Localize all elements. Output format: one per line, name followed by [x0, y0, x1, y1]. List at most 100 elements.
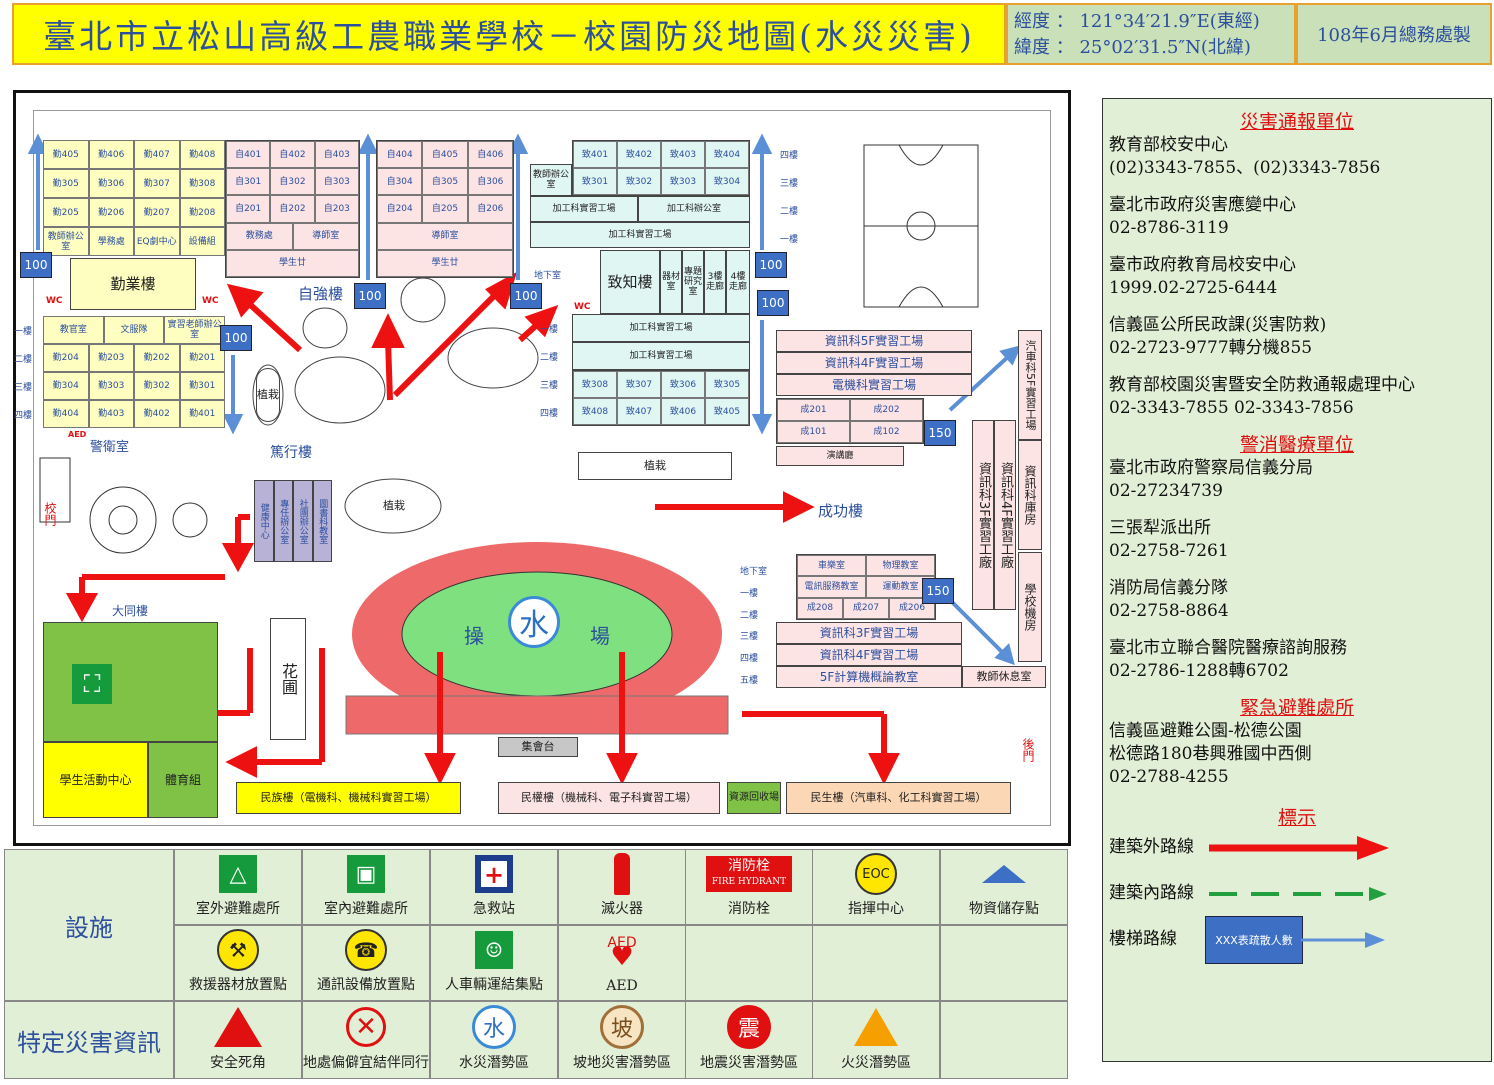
lab-room[interactable]: 5F計算機概論教室 [776, 666, 962, 688]
classroom[interactable]: 勤401 [179, 400, 225, 428]
classroom[interactable]: 勤202 [134, 344, 180, 372]
classroom[interactable]: 車樂室 [797, 555, 866, 577]
classroom[interactable]: 實習老師辦公室 [164, 316, 225, 344]
building-zhizhi[interactable]: 致知樓 [600, 250, 660, 314]
recycle-station[interactable]: 資源回收場 [727, 782, 781, 814]
classroom[interactable]: 致302 [617, 168, 661, 195]
lab-room[interactable]: 資訊科3F實習工場 [776, 622, 962, 644]
classroom[interactable]: 自302 [270, 168, 315, 196]
classroom[interactable]: 勤402 [134, 400, 180, 428]
duxing-room[interactable]: 專任辦公室 [273, 480, 293, 562]
classroom[interactable]: 自202 [270, 195, 315, 223]
classroom[interactable]: 教務處 [226, 222, 293, 250]
classroom[interactable]: 成101 [777, 421, 850, 443]
classroom[interactable]: 教師辦公室 [43, 227, 89, 256]
building-minsheng[interactable]: 民生樓（汽車科、化工科實習工場） [786, 782, 1011, 814]
classroom[interactable]: 自404 [377, 141, 423, 169]
classroom[interactable]: 勤405 [43, 140, 89, 169]
classroom[interactable]: 勤408 [179, 140, 225, 169]
classroom[interactable]: 勤307 [134, 169, 180, 198]
lab-room[interactable]: 電機科實習工場 [776, 374, 972, 396]
classroom[interactable]: 致303 [661, 168, 705, 195]
assembly-stage[interactable]: 集會台 [498, 737, 578, 757]
classroom[interactable]: 學生廿 [377, 249, 513, 277]
classroom[interactable]: 勤304 [43, 372, 89, 400]
lab-room[interactable]: 資訊科4F實習工場 [776, 352, 972, 374]
duxing-room[interactable]: 社團辦公室 [293, 480, 313, 562]
classroom[interactable]: 致304 [705, 168, 749, 195]
classroom[interactable]: 勤204 [43, 344, 89, 372]
classroom[interactable]: 勤306 [88, 169, 134, 198]
classroom[interactable]: 致305 [705, 371, 749, 398]
classroom[interactable]: 文服隊 [103, 316, 165, 344]
lab-room[interactable]: 資訊科5F實習工場 [776, 330, 972, 352]
classroom[interactable]: 致402 [617, 141, 661, 168]
building-ziqiang[interactable]: 自強樓 [298, 285, 344, 303]
classroom[interactable]: 勤305 [43, 169, 89, 198]
classroom[interactable]: 自405 [422, 141, 468, 169]
classroom[interactable]: 自204 [377, 195, 423, 223]
guard-room[interactable]: 警衛室 [90, 440, 130, 455]
classroom[interactable]: 勤403 [88, 400, 134, 428]
classroom[interactable]: 自305 [422, 168, 468, 196]
building-minquan[interactable]: 民權樓（機械科、電子科實習工場） [498, 782, 720, 814]
classroom[interactable]: 學生廿 [226, 249, 359, 277]
classroom[interactable]: 勤203 [88, 344, 134, 372]
lecture-hall[interactable]: 演講廳 [776, 446, 904, 466]
classroom[interactable]: EQ劇中心 [134, 227, 180, 256]
classroom[interactable]: 成201 [777, 399, 850, 421]
classroom[interactable]: 致308 [573, 371, 617, 398]
classroom[interactable]: 導師室 [377, 222, 513, 250]
classroom[interactable]: 成102 [850, 421, 923, 443]
building-duxing[interactable]: 篤行樓 [270, 445, 312, 461]
classroom[interactable]: 致407 [617, 398, 661, 425]
building-minzu[interactable]: 民族樓（電機科、機械科實習工場） [236, 782, 461, 814]
classroom[interactable]: 勤303 [88, 372, 134, 400]
classroom[interactable]: 致306 [661, 371, 705, 398]
classroom[interactable]: 自206 [467, 195, 513, 223]
classroom[interactable]: 自402 [270, 141, 315, 169]
classroom[interactable]: 勤206 [88, 198, 134, 227]
classroom[interactable]: 自203 [314, 195, 359, 223]
classroom[interactable]: 自306 [467, 168, 513, 196]
classroom[interactable]: 勤201 [179, 344, 225, 372]
classroom[interactable]: 勤208 [179, 198, 225, 227]
classroom[interactable]: 致404 [705, 141, 749, 168]
classroom[interactable]: 自401 [226, 141, 271, 169]
classroom[interactable]: 勤308 [179, 169, 225, 198]
classroom[interactable]: 勤302 [134, 372, 180, 400]
classroom[interactable]: 電訊服務教室 [797, 576, 866, 598]
classroom[interactable]: 成208 [797, 597, 843, 619]
duxing-room[interactable]: 圖書科教室 [312, 480, 332, 562]
classroom[interactable]: 致307 [617, 371, 661, 398]
classroom[interactable]: 勤407 [134, 140, 180, 169]
classroom[interactable]: 成207 [843, 597, 889, 619]
classroom[interactable]: 勤404 [43, 400, 89, 428]
building-datong[interactable]: 大同樓 [112, 604, 149, 618]
classroom[interactable]: 自304 [377, 168, 423, 196]
classroom[interactable]: 自303 [314, 168, 359, 196]
classroom[interactable]: 致406 [661, 398, 705, 425]
classroom[interactable]: 致405 [705, 398, 749, 425]
student-center[interactable]: 學生活動中心 [43, 742, 148, 818]
duxing-room[interactable]: 健康中心 [254, 480, 274, 562]
classroom[interactable]: 自301 [226, 168, 271, 196]
building-chenggong[interactable]: 成功樓 [818, 502, 864, 520]
classroom[interactable]: 致408 [573, 398, 617, 425]
classroom[interactable]: 導師室 [292, 222, 359, 250]
classroom[interactable]: 物理教室 [866, 555, 935, 577]
classroom[interactable]: 自201 [226, 195, 271, 223]
classroom[interactable]: 自403 [314, 141, 359, 169]
back-gate[interactable]: 後門 [1021, 738, 1035, 762]
classroom[interactable]: 致301 [573, 168, 617, 195]
classroom[interactable]: 成202 [850, 399, 923, 421]
classroom[interactable]: 致401 [573, 141, 617, 168]
classroom[interactable]: 自406 [467, 141, 513, 169]
building-qinye[interactable]: 勤業樓 [70, 258, 196, 310]
classroom[interactable]: 致403 [661, 141, 705, 168]
classroom[interactable]: 學務處 [88, 227, 134, 256]
classroom[interactable]: 勤205 [43, 198, 89, 227]
classroom[interactable]: 自205 [422, 195, 468, 223]
teacher-lounge[interactable]: 教師休息室 [962, 666, 1046, 688]
classroom[interactable]: 勤301 [179, 372, 225, 400]
